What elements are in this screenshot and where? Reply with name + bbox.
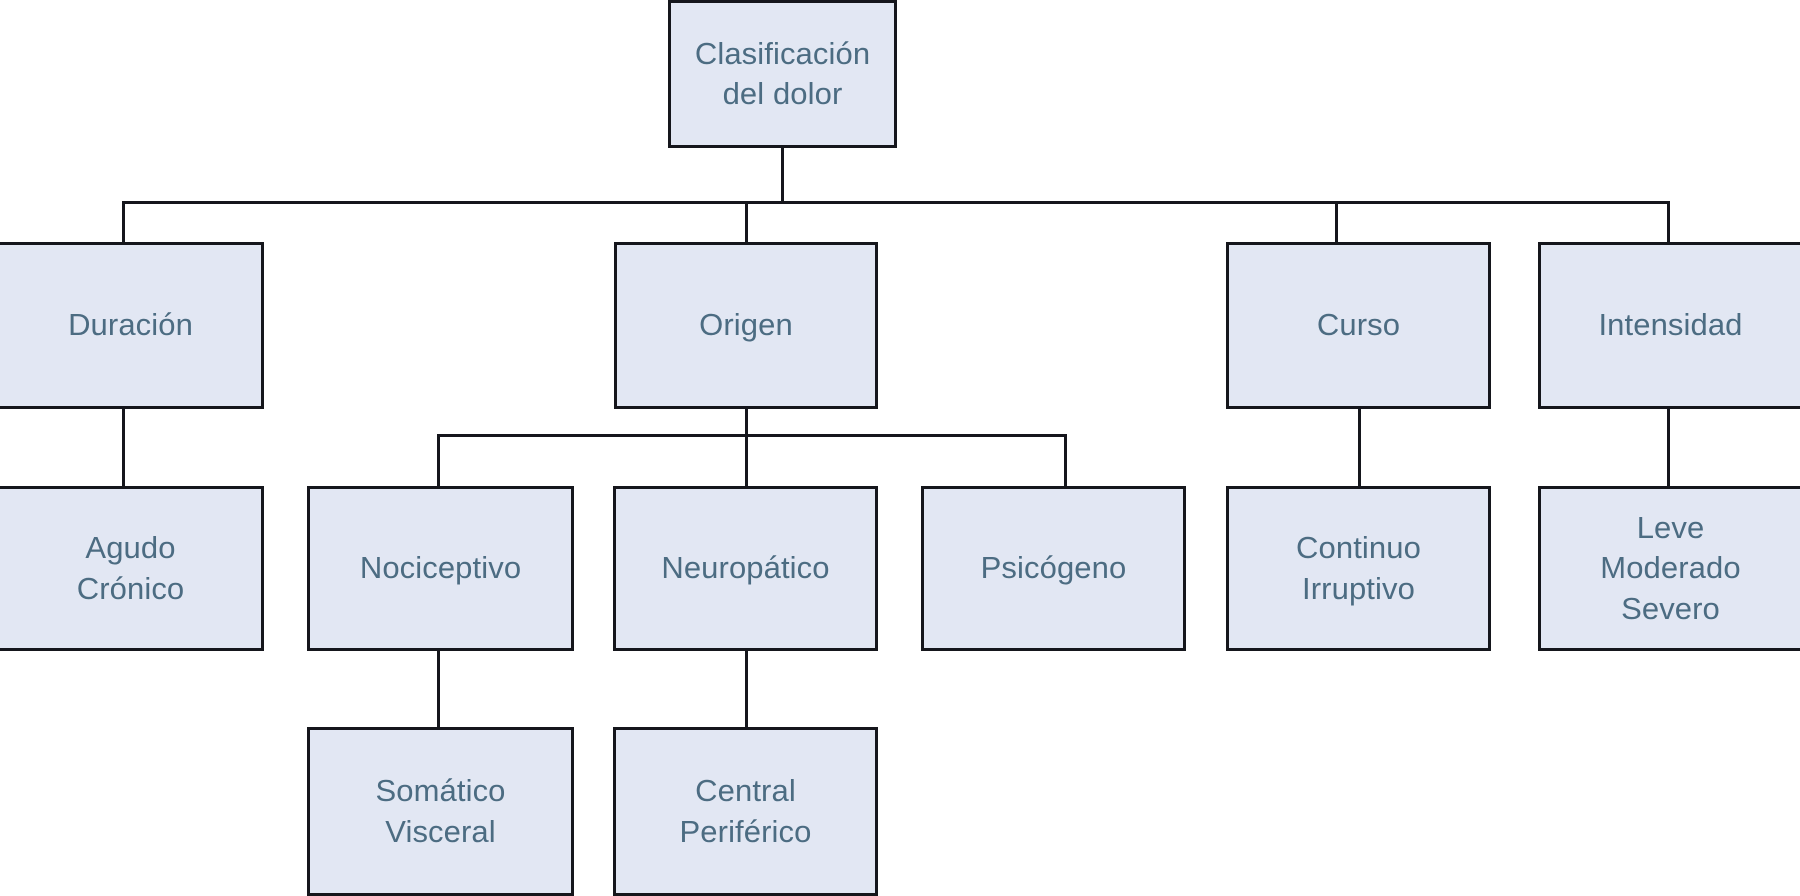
node-label: Psicógeno	[980, 550, 1127, 586]
connector-intensidad-to-leve-moderado-severo	[1667, 406, 1670, 489]
node-neuropatico[interactable]: Neuropático	[613, 486, 878, 651]
connector-origen-bus-to-neuropatico	[745, 434, 748, 489]
connector-bus-to-origen	[745, 201, 748, 245]
node-somatico-visceral[interactable]: Somático Visceral	[307, 727, 574, 896]
node-agudo-cronico[interactable]: Agudo Crónico	[0, 486, 264, 651]
node-label: Origen	[699, 307, 793, 343]
node-label: Leve Moderado Severo	[1600, 510, 1741, 626]
node-curso[interactable]: Curso	[1226, 242, 1491, 409]
connector-origen-bus	[437, 434, 1067, 437]
node-label: Nociceptivo	[359, 550, 522, 586]
node-label: Somático Visceral	[375, 773, 506, 849]
node-clasificacion-del-dolor[interactable]: Clasificación del dolor	[668, 0, 897, 148]
node-label: Central Periférico	[679, 773, 812, 849]
connector-level1-bus	[122, 201, 1670, 204]
node-label: Neuropático	[661, 550, 830, 586]
node-continuo-irruptivo[interactable]: Continuo Irruptivo	[1226, 486, 1491, 651]
connector-origen-bus-to-nociceptivo	[437, 434, 440, 489]
connector-bus-to-duracion	[122, 201, 125, 245]
node-label: Intensidad	[1598, 307, 1743, 343]
node-label: Curso	[1316, 307, 1401, 343]
node-central-periferico[interactable]: Central Periférico	[613, 727, 878, 896]
node-origen[interactable]: Origen	[614, 242, 878, 409]
node-duracion[interactable]: Duración	[0, 242, 264, 409]
connector-duracion-to-agudo-cronico	[122, 406, 125, 489]
node-nociceptivo[interactable]: Nociceptivo	[307, 486, 574, 651]
connector-nociceptivo-to-somatico-visceral	[437, 648, 440, 729]
connector-origen-stem	[745, 406, 748, 437]
node-intensidad[interactable]: Intensidad	[1538, 242, 1800, 409]
node-label: Continuo Irruptivo	[1296, 530, 1421, 606]
connector-root-stem	[781, 148, 784, 204]
node-psicogeno[interactable]: Psicógeno	[921, 486, 1186, 651]
node-label: Duración	[68, 307, 193, 343]
node-label: Clasificación del dolor	[694, 35, 871, 111]
node-label: Agudo Crónico	[76, 530, 185, 606]
node-leve-moderado-severo[interactable]: Leve Moderado Severo	[1538, 486, 1800, 651]
connector-curso-to-continuo-irruptivo	[1358, 406, 1361, 489]
connector-bus-to-intensidad	[1667, 201, 1670, 245]
connector-neuropatico-to-central-periferico	[745, 648, 748, 729]
connector-bus-to-curso	[1335, 201, 1338, 245]
connector-origen-bus-to-psicogeno	[1064, 434, 1067, 489]
